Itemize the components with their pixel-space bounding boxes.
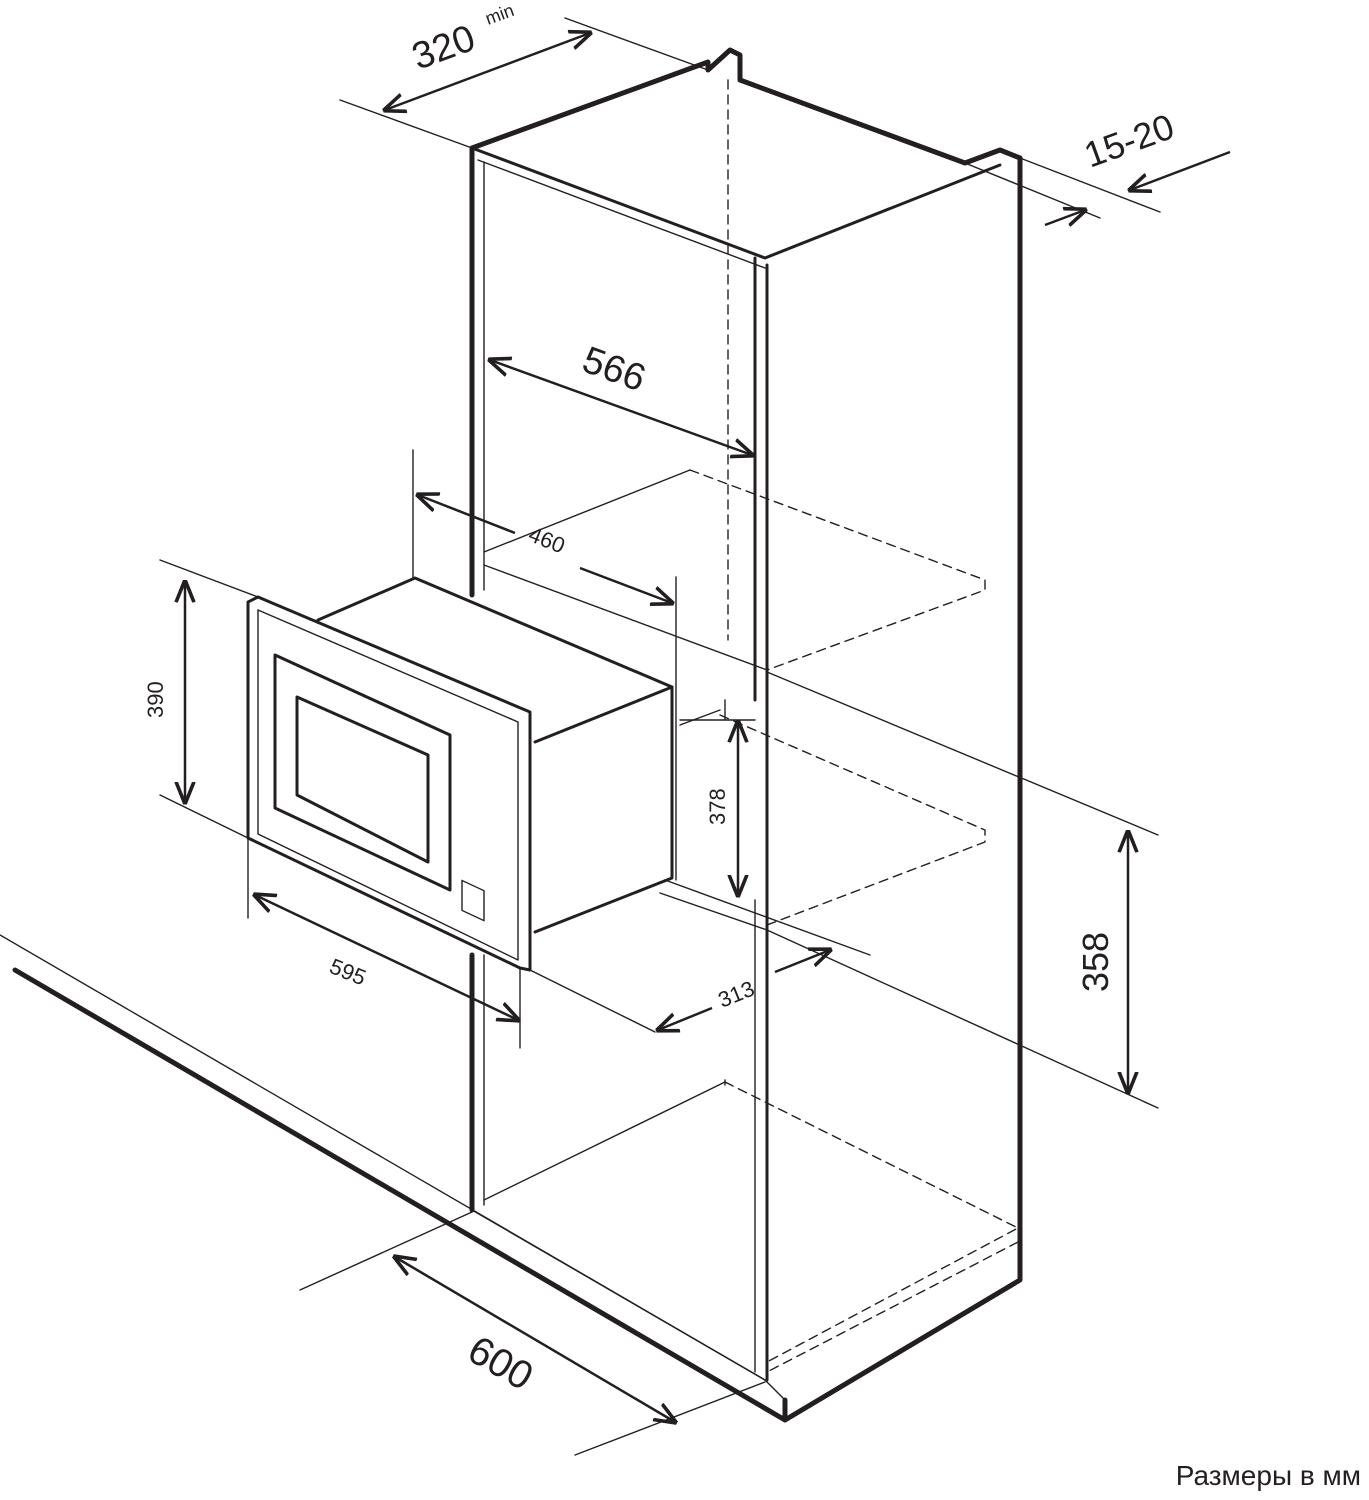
dim-label-595: 595 xyxy=(326,953,369,990)
dim-label-320: 320 xyxy=(407,17,481,78)
floor-lines xyxy=(0,934,788,1423)
microwave xyxy=(246,576,674,972)
dim-label-566: 566 xyxy=(577,339,651,400)
dim-label-378: 378 xyxy=(705,788,730,825)
dim-label-15-20: 15-20 xyxy=(1079,105,1180,175)
units-note: Размеры в мм xyxy=(1175,1460,1361,1491)
door-frame xyxy=(273,653,452,892)
dim-label-min: min xyxy=(483,0,517,29)
control-button-icon xyxy=(461,879,485,922)
dim-label-358: 358 xyxy=(1075,932,1116,992)
dim-label-390: 390 xyxy=(143,681,168,718)
dim-label-313: 313 xyxy=(715,976,758,1013)
dim-label-460: 460 xyxy=(525,521,568,558)
dimension-lines xyxy=(159,17,1231,1456)
door-window xyxy=(295,695,430,864)
dim-label-600: 600 xyxy=(461,1328,541,1399)
